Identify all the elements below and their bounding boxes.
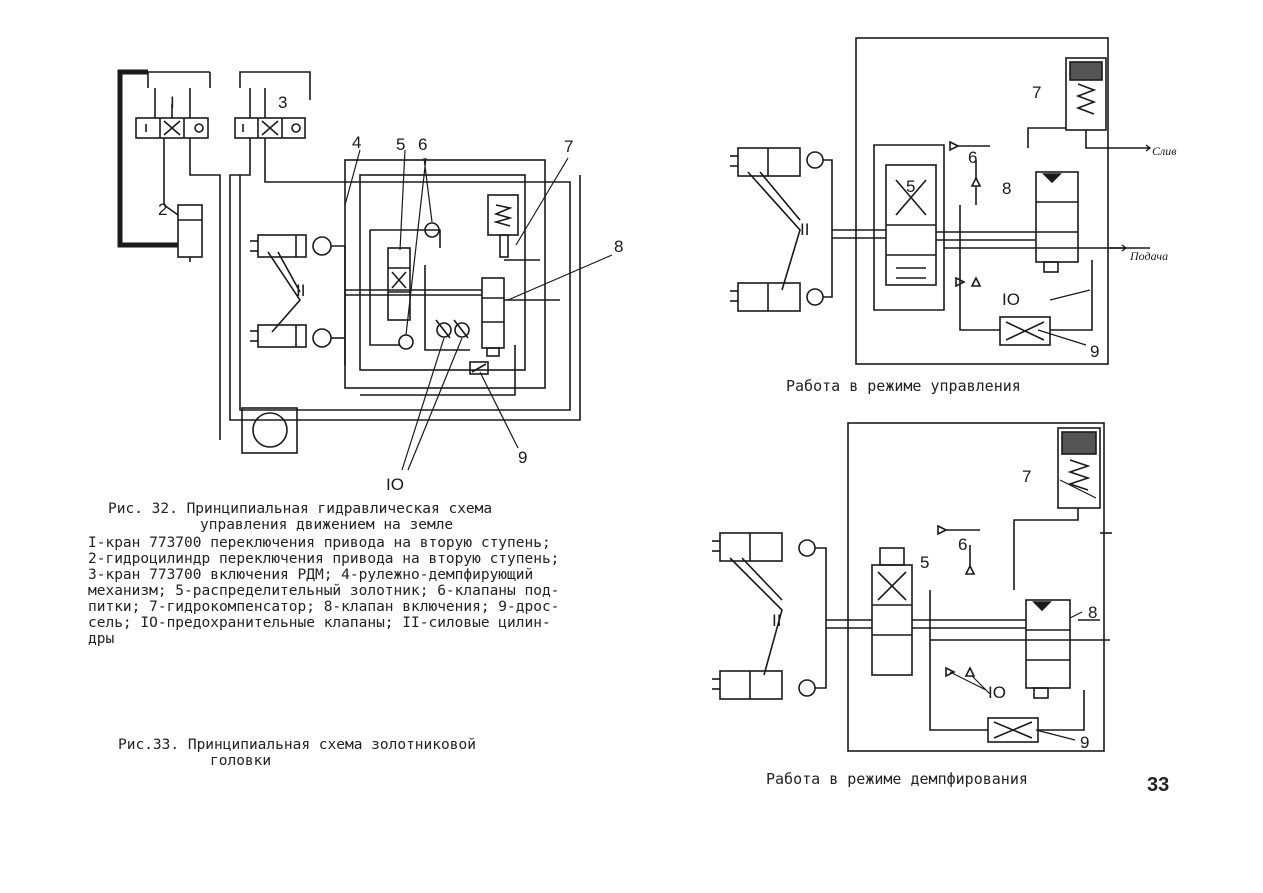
fig33-top-label-II: II	[800, 220, 809, 239]
fig32-caption-title-2: управления движением на земле	[200, 517, 454, 533]
fig33-top-label-7: 7	[1032, 83, 1041, 102]
legend-line: 3-кран 773700 включения РДМ; 4-рулежно-д…	[88, 567, 534, 583]
fig33-top-label-9: 9	[1090, 342, 1099, 361]
fig32-label-6: 6	[418, 135, 427, 154]
valve-8	[481, 277, 505, 357]
fig33-bottom-label-II: II	[772, 611, 781, 630]
fig32-label-10: IO	[386, 475, 404, 494]
fig33-bottom-label-7: 7	[1022, 467, 1031, 486]
fig33-top-label-8: 8	[1002, 179, 1011, 198]
legend-line: 2-гидроцилиндр переключения привода на в…	[88, 551, 560, 567]
legend-line: сель; IO-предохранительные клапаны; II-с…	[88, 615, 551, 631]
fig32-label-5: 5	[396, 135, 405, 154]
mode-caption-control: Работа в режиме управления	[786, 377, 1021, 395]
fig32-label-2: 2	[158, 200, 167, 219]
page-number: 33	[1147, 774, 1170, 796]
fig32-caption-title-1: Рис. 32. Принципиальная гидравлическая с…	[108, 501, 493, 517]
fig32-label-4: 4	[352, 133, 361, 152]
fig33-bottom-label-9: 9	[1080, 733, 1089, 752]
valve-I	[135, 88, 209, 165]
fig33-top-label-6: 6	[968, 148, 977, 167]
fig33-bottom-label-6: 6	[958, 535, 967, 554]
valve-3	[234, 88, 306, 165]
fig33-bottom-label-8: 8	[1088, 603, 1097, 622]
fig33-bottom-label-5: 5	[920, 553, 929, 572]
legend-line: питки; 7-гидрокомпенсатор; 8-клапан вклю…	[88, 599, 560, 615]
compensator-7	[487, 194, 519, 258]
fig33-top-label-5: 5	[906, 177, 915, 196]
mode-caption-damping: Работа в режиме демпфирования	[766, 770, 1028, 788]
fig32-label-I: I	[170, 93, 175, 112]
fig32-label-3: 3	[278, 93, 287, 112]
fig33-bottom-label-10: IO	[988, 683, 1006, 702]
drain-label: Слив	[1152, 144, 1176, 158]
fig32-schematic	[117, 69, 613, 471]
fig32-label-II: II	[296, 281, 305, 300]
legend-line: дры	[88, 631, 115, 647]
fig32-label-9: 9	[518, 448, 527, 467]
distributor-5	[369, 229, 441, 346]
fig33-top-schematic	[730, 37, 1150, 365]
legend-line: I-кран 773700 переключения привода на вт…	[88, 535, 551, 551]
fig32-label-7: 7	[564, 137, 573, 156]
fig33-bottom-schematic	[712, 422, 1112, 752]
power-cylinders-II	[250, 234, 346, 365]
legend-line: механизм; 5-распределительный золотник; …	[88, 583, 560, 599]
cylinder-2	[163, 165, 203, 262]
fig33-caption-1: Рис.33. Принципиальная схема золотниково…	[118, 737, 476, 753]
supply-label: Подача	[1129, 249, 1168, 263]
fig32-label-8: 8	[614, 237, 623, 256]
fig33-caption-2: головки	[210, 753, 272, 769]
fig33-top-label-10: IO	[1002, 290, 1020, 309]
